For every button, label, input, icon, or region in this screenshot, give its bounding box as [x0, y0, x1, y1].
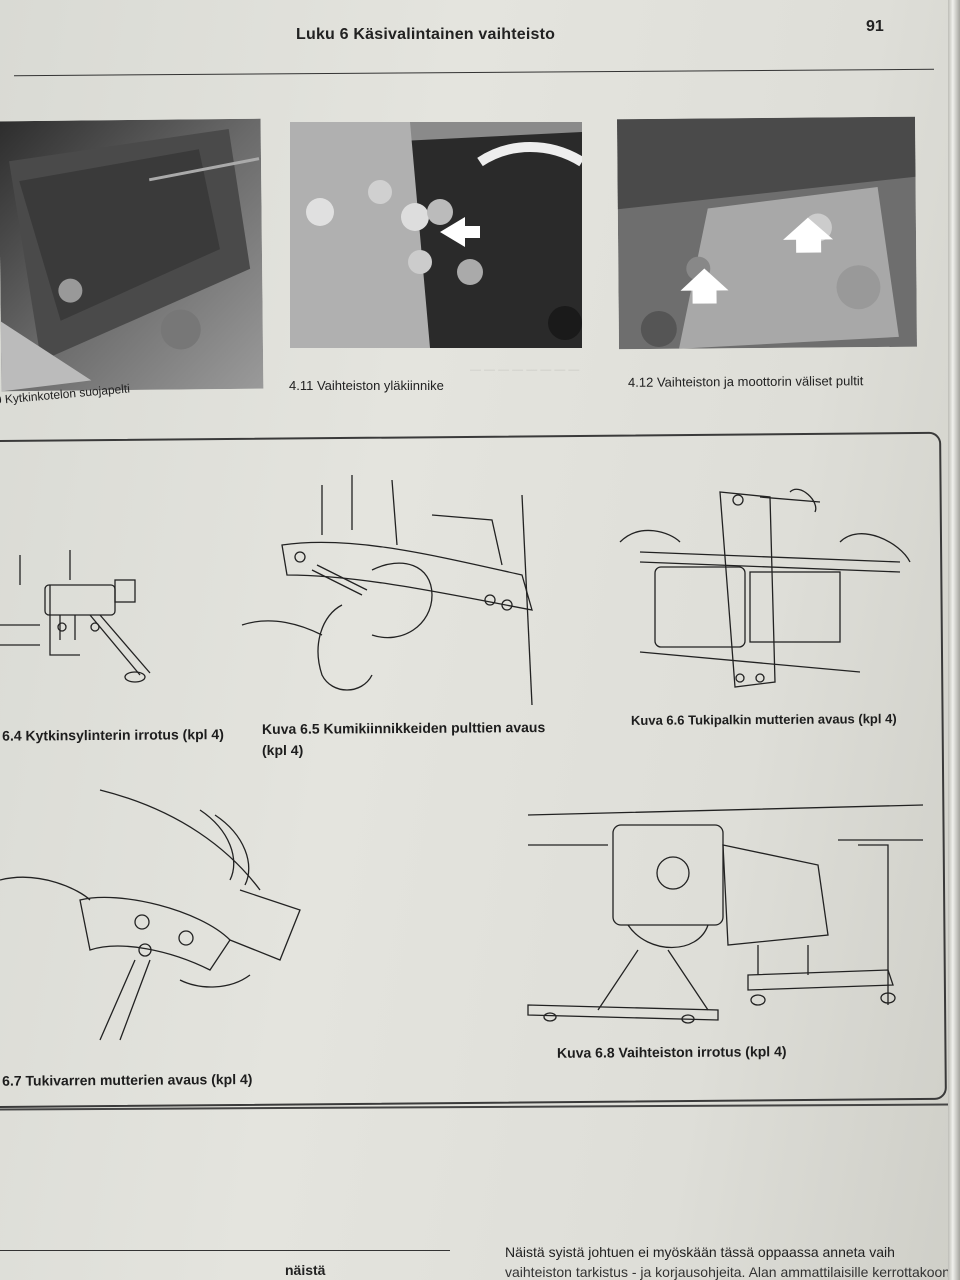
drawing-support-arm-nuts [0, 789, 310, 1050]
drawing-rubber-mount-bolts [232, 475, 548, 706]
footer-left-rule [0, 1250, 450, 1251]
footer-body-line-1: Näistä syistä johtuen ei myöskään tässä … [505, 1244, 895, 1260]
caption-fig-6-8: Kuva 6.8 Vaihteiston irrotus (kpl 4) [556, 1043, 787, 1061]
drawing-support-beam-nuts [600, 482, 920, 692]
photo-gearbox-engine-bolts [617, 116, 917, 350]
photo-clutch-housing-cover [0, 118, 264, 392]
photo-gearbox-upper-mount [290, 122, 582, 348]
page-number: 91 [866, 18, 884, 35]
caption-fig-6-6: Kuva 6.6 Tukipalkin mutterien avaus (kpl… [630, 711, 897, 728]
footer-left-heading: näistä [285, 1262, 326, 1278]
caption-fig-6-5-line2: (kpl 4) [262, 742, 304, 758]
punch-hole [548, 306, 582, 340]
caption-fig-6-5-line1: Kuva 6.5 Kumikiinnikkeiden pulttien avau… [261, 719, 546, 737]
drawing-clutch-cylinder [0, 545, 160, 685]
caption-photo-4-11: 4.11 Vaihteiston yläkiinnike [289, 378, 444, 393]
caption-fig-6-4: Kuva 6.4 Kytkinsylinterin irrotus (kpl 4… [0, 726, 224, 744]
drawing-gearbox-removal [527, 804, 924, 1030]
show-through-text: — — — — — — — — [470, 364, 580, 376]
chapter-title: Luku 6 Käsivalintainen vaihteisto [296, 26, 556, 43]
footer-body-line-2: vaihteiston tarkistus - ja korjausohjeit… [505, 1264, 950, 1280]
caption-photo-4-12: 4.12 Vaihteiston ja moottorin väliset pu… [627, 373, 864, 390]
caption-fig-6-7: Kuva 6.7 Tukivarren mutterien avaus (kpl… [0, 1070, 253, 1089]
page-edge [948, 0, 960, 1280]
header-rule [14, 68, 934, 77]
